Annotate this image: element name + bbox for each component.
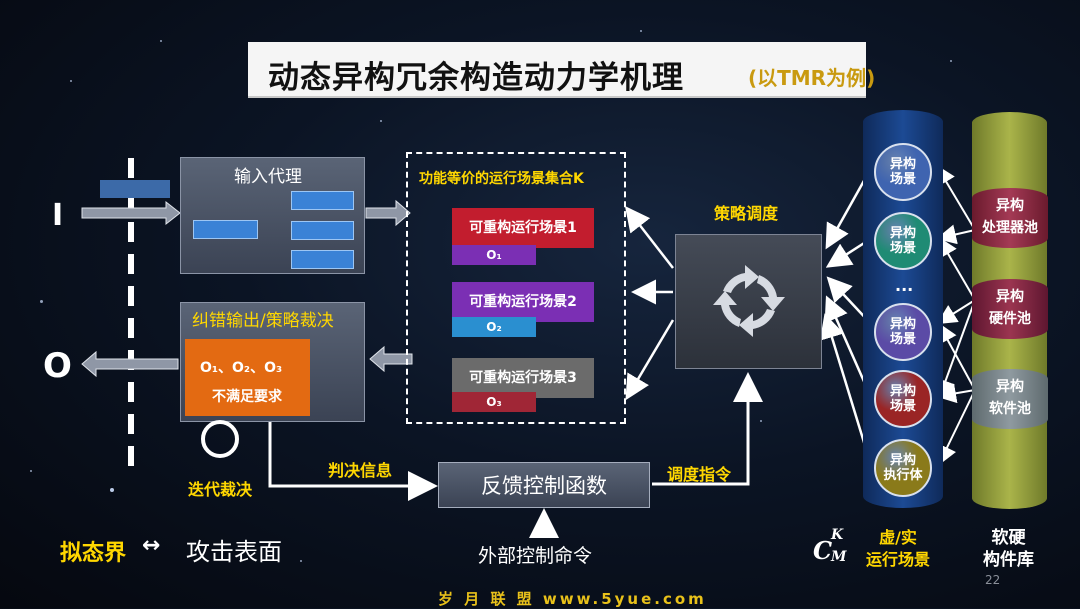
page-subtitle: (以TMR为例) bbox=[748, 66, 876, 90]
hetero-scene-ball: 异构场景 bbox=[874, 143, 932, 201]
page-title: 动态异构冗余构造动力学机理 bbox=[268, 60, 684, 96]
arbiter-status: 不满足要求 bbox=[212, 389, 282, 405]
dispatch-arrow bbox=[652, 372, 763, 486]
agent-source-bar bbox=[193, 220, 258, 239]
arbiter-label: 纠错输出/策略裁决 bbox=[192, 311, 334, 331]
output-io-label: O bbox=[43, 346, 72, 386]
software-pool: 异构软件池 bbox=[972, 369, 1048, 429]
formula-sup: K bbox=[831, 527, 844, 543]
hetero-scene-ball: 异构场景 bbox=[874, 212, 932, 270]
mimic-boundary-label: 拟态界 bbox=[60, 541, 127, 566]
input-strip bbox=[100, 180, 170, 198]
agent-target-bar bbox=[291, 191, 354, 210]
judge-info-label: 判决信息 bbox=[328, 461, 393, 480]
hetero-scene-ball: 异构场景 bbox=[874, 303, 932, 361]
formula-sub: M bbox=[831, 549, 847, 565]
scene-output-tag: O₃ bbox=[452, 392, 536, 412]
scene-set-title: 功能等价的运行场景集合K bbox=[419, 171, 584, 187]
output-arrow bbox=[81, 350, 179, 378]
scene-set-box bbox=[406, 152, 626, 424]
double-arrow-icon: ↔ bbox=[142, 533, 161, 558]
feedback-control-label: 反馈控制函数 bbox=[481, 474, 607, 498]
formula-main: C bbox=[813, 536, 833, 565]
scene-output-tag: O₂ bbox=[452, 317, 536, 337]
input-io-label: I bbox=[52, 198, 64, 233]
component-library-label: 软硬构件库 bbox=[983, 528, 1034, 570]
agent-to-scenes-arrow bbox=[365, 199, 411, 227]
processor-pool: 异构处理器池 bbox=[972, 188, 1048, 248]
input-arrow bbox=[81, 200, 181, 226]
hetero-executor-ball: 异构执行体 bbox=[874, 439, 932, 497]
agent-target-bar bbox=[291, 221, 354, 240]
dispatch-cmd-label: 调度指令 bbox=[667, 465, 732, 484]
title-panel bbox=[248, 42, 866, 98]
hardware-pool: 异构硬件池 bbox=[972, 279, 1048, 339]
policy-box bbox=[675, 234, 822, 369]
refresh-cycle-icon bbox=[713, 265, 785, 337]
more-dots: ... bbox=[895, 276, 914, 295]
scene-card: 可重构运行场景2 bbox=[452, 282, 594, 322]
arbiter-result-box bbox=[185, 339, 310, 416]
judge-info-arrow bbox=[268, 422, 438, 501]
page-number: 22 bbox=[985, 573, 1001, 587]
scene-card: 可重构运行场景1 bbox=[452, 208, 594, 248]
hetero-scene-ball: 异构场景 bbox=[874, 370, 932, 428]
footer-watermark: 岁 月 联 盟 www.5yue.com bbox=[438, 590, 707, 608]
policy-label: 策略调度 bbox=[714, 204, 779, 223]
iteration-label: 迭代裁决 bbox=[188, 480, 253, 499]
attack-surface-label: 攻击表面 bbox=[186, 538, 282, 566]
agent-target-bar bbox=[291, 250, 354, 269]
virtual-real-scene-label: 虚/实运行场景 bbox=[866, 528, 931, 569]
input-agent-label: 输入代理 bbox=[234, 167, 302, 187]
feedback-control-box bbox=[438, 462, 650, 508]
external-cmd-label: 外部控制命令 bbox=[478, 545, 593, 567]
scene-output-tag: O₁ bbox=[452, 245, 536, 265]
arbiter-values: O₁、O₂、O₃ bbox=[200, 360, 283, 376]
scene-card: 可重构运行场景3 bbox=[452, 358, 594, 398]
iteration-ring-icon bbox=[201, 420, 239, 458]
